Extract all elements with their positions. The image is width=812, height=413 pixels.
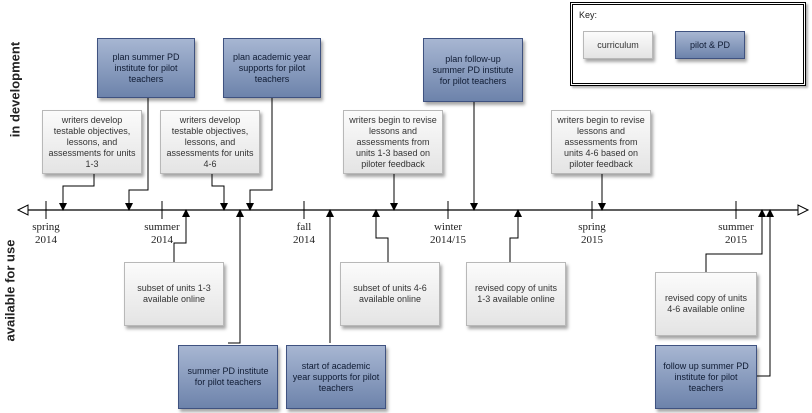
plan-summer-pd-box: plan summer PD institute for pilot teach… xyxy=(97,38,195,98)
summer-pd-box: summer PD institute for pilot teachers xyxy=(178,345,278,409)
subset-units-1-3-box: subset of units 1-3 available online xyxy=(124,262,224,326)
legend-curriculum: curriculum xyxy=(583,31,653,59)
revised-units-1-3-box: revised copy of units 1-3 available onli… xyxy=(466,262,566,326)
connector-followup-pd xyxy=(756,209,774,377)
writers-units-4-6-box: writers develop testable objectives, les… xyxy=(160,110,260,174)
in-development-label: in development xyxy=(7,41,23,138)
connector-subset-1-3 xyxy=(173,209,190,262)
revise-units-4-6-box: writers begin to revise lessons and asse… xyxy=(551,110,651,174)
legend-pilot-pd: pilot & PD xyxy=(675,31,745,59)
axis-left-arrow xyxy=(16,204,29,216)
connector-plan-academic-year xyxy=(246,98,273,211)
subset-units-4-6-box: subset of units 4-6 available online xyxy=(340,262,440,326)
plan-followup-box: plan follow-up summer PD institute for p… xyxy=(423,38,523,102)
connector-revised-1-3 xyxy=(509,209,522,262)
connector-writers-1-3 xyxy=(59,174,95,211)
connector-summer-pd xyxy=(228,209,244,344)
legend-title: Key: xyxy=(579,10,598,20)
legend: Key: curriculum pilot & PD xyxy=(570,2,806,86)
followup-pd-box: follow up summer PD institute for pilot … xyxy=(655,345,757,409)
connector-subset-4-6 xyxy=(372,209,389,262)
connector-plan-summer-pd xyxy=(125,98,149,211)
writers-units-1-3-box: writers develop testable objectives, les… xyxy=(42,110,142,174)
revised-units-4-6-box: revised copy of units 4-6 available onli… xyxy=(655,272,757,336)
connector-revised-4-6 xyxy=(705,209,766,272)
plan-academic-year-box: plan academic year supports for pilot te… xyxy=(223,38,321,98)
axis-right-arrow xyxy=(797,204,810,216)
start-academic-year-box: start of academic year supports for pilo… xyxy=(286,345,386,409)
connector-writers-4-6 xyxy=(211,174,228,211)
revise-units-1-3-box: writers begin to revise lessons and asse… xyxy=(343,110,443,174)
